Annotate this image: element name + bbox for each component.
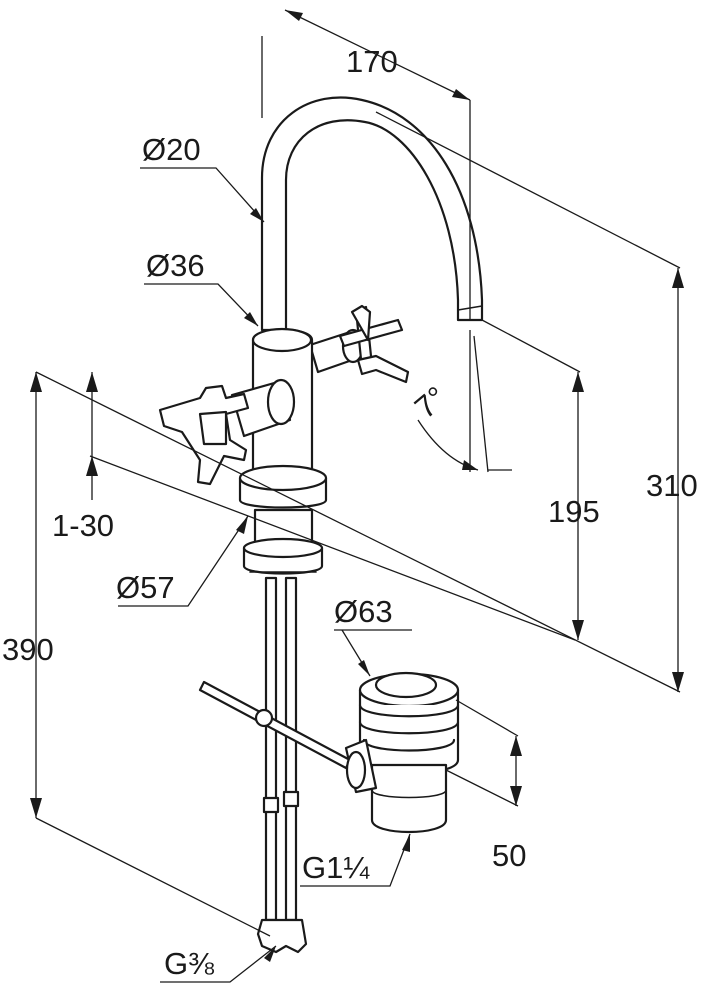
pop-up-rod bbox=[198, 680, 352, 770]
dim-spout-angle: 7° bbox=[408, 379, 453, 425]
dimension-lines bbox=[30, 9, 684, 983]
dim-spout-reach: 170 bbox=[346, 44, 398, 79]
dim-outlet-height: 195 bbox=[548, 494, 600, 529]
faucet bbox=[158, 96, 484, 954]
dim-waste-diameter: Ø63 bbox=[334, 594, 393, 629]
waste-valve bbox=[344, 671, 460, 834]
dim-spout-diameter: Ø20 bbox=[142, 132, 201, 167]
left-cross-handle bbox=[158, 378, 296, 486]
dim-total-length: 390 bbox=[2, 632, 54, 667]
dim-body-diameter: Ø36 bbox=[146, 248, 205, 283]
dim-base-diameter: Ø57 bbox=[116, 570, 175, 605]
dim-supply-thread: G⅜ bbox=[164, 946, 214, 981]
dim-overall-height: 310 bbox=[646, 468, 698, 503]
supply-hoses bbox=[256, 576, 308, 954]
dimension-labels: 170 Ø20 Ø36 7° 195 310 1-30 Ø57 390 Ø63 … bbox=[2, 44, 698, 981]
right-cross-handle bbox=[308, 304, 410, 384]
dim-waste-height: 50 bbox=[492, 838, 526, 873]
dim-waste-thread: G1¼ bbox=[302, 850, 370, 885]
dim-deck-thickness: 1-30 bbox=[52, 508, 114, 543]
base-flange bbox=[238, 464, 328, 575]
spout bbox=[260, 96, 484, 332]
